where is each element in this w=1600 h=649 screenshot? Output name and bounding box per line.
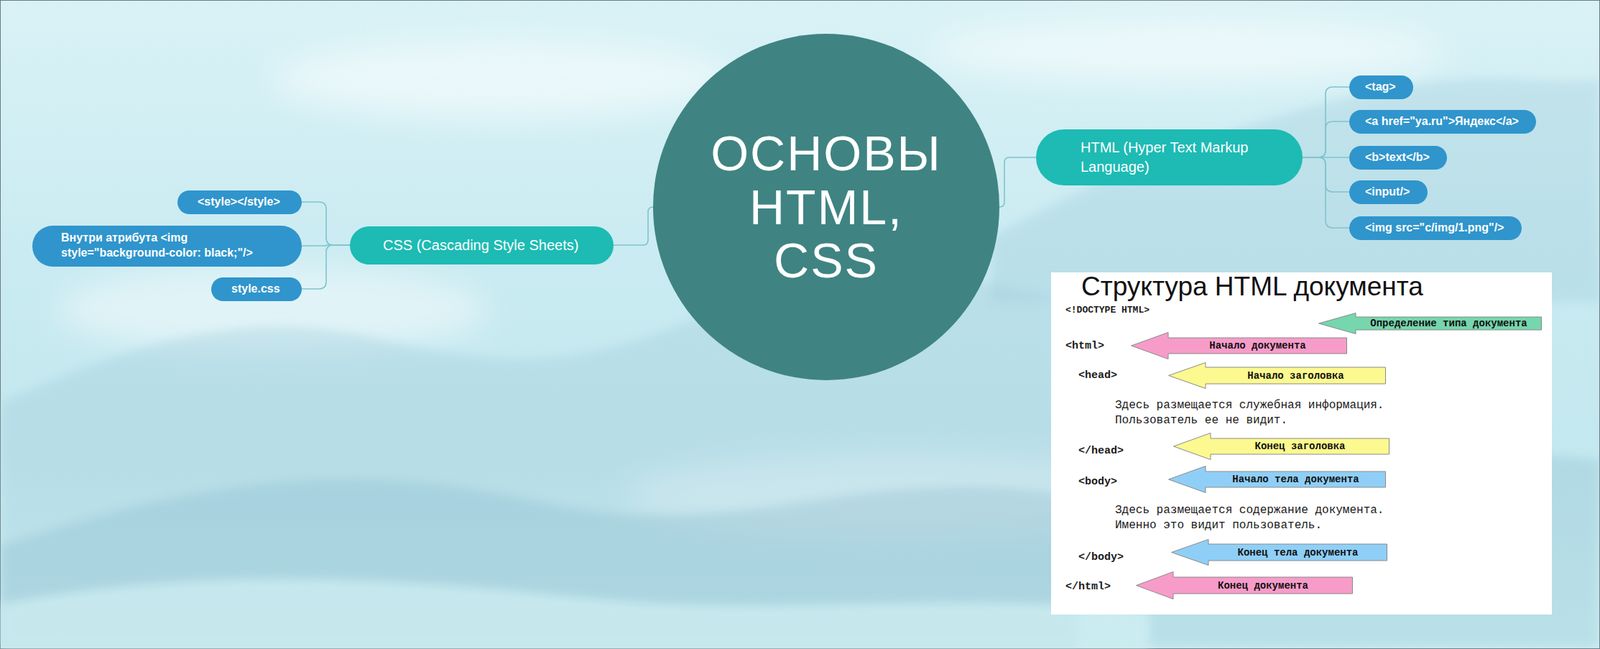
code-line: <!DOCTYPE HTML> — [1065, 302, 1150, 317]
branch-line — [301, 201, 350, 245]
code-line: </head> — [1078, 443, 1124, 458]
code-text: </html> — [1065, 580, 1111, 593]
arrow-label: Начало тела документа — [1232, 474, 1359, 485]
subtopic-pill: <style></style> — [177, 190, 302, 215]
mountain-ridge — [0, 454, 1600, 649]
pill-label: <a href="ya.ru">Яндекс</a> — [1365, 114, 1519, 130]
subtopic-pill: <a href="ya.ru">Яндекс</a> — [1349, 109, 1537, 134]
callout-arrow: Начало тела документа — [1168, 465, 1386, 493]
arrow-fill — [1319, 313, 1542, 335]
callout-arrow: Начало заголовка — [1168, 362, 1386, 389]
arrow-fill — [1171, 539, 1388, 566]
code-line: </html> — [1065, 579, 1111, 594]
arrow-label: Конец тела документа — [1237, 547, 1358, 558]
code-text: <body> — [1078, 475, 1118, 488]
callout-arrow: Конец документа — [1135, 571, 1353, 600]
mountain-ridge — [991, 77, 1600, 302]
pill-label: <b>text</b> — [1365, 150, 1430, 166]
branch-line — [613, 206, 654, 245]
code-line: Здесь размещается содержание документа. — [1115, 502, 1384, 518]
panel-title: Структура HTML документа — [1051, 272, 1552, 302]
code-text: <!DOCTYPE HTML> — [1065, 304, 1150, 316]
callout-arrow: Конец заголовка — [1173, 432, 1390, 460]
branch-line — [1302, 157, 1350, 228]
branch-line — [301, 244, 350, 289]
code-text: <head> — [1078, 369, 1118, 382]
callout-arrow: Начало документа — [1130, 331, 1348, 360]
arrow-fill — [1136, 571, 1353, 600]
central-circle: ОСНОВЫ HTML, CSS — [653, 33, 1000, 381]
subtopic-pill: <input/> — [1349, 180, 1428, 205]
code-text: Именно это видит пользователь. — [1115, 518, 1322, 532]
code-line: <head> — [1078, 367, 1118, 383]
subtopic-pill: <tag> — [1349, 75, 1414, 100]
arrow-fill — [1168, 362, 1386, 389]
branch-line — [999, 157, 1037, 207]
code-text: Здесь размещается содержание документа. — [1115, 503, 1384, 517]
code-line: <html> — [1065, 338, 1105, 353]
topic-pill: CSS (Cascading Style Sheets) — [349, 226, 614, 265]
callout-arrow: Конец тела документа — [1171, 538, 1388, 566]
cloud — [926, 17, 1445, 83]
callout-arrow: Определение типа документа — [1318, 312, 1542, 335]
subtopic-pill: <b>text</b> — [1349, 145, 1447, 170]
subtopic-pill: style.css — [211, 277, 302, 302]
arrow-label: Определение типа документа — [1370, 318, 1527, 329]
pill-label: <img src="c/img/1.png"/> — [1365, 220, 1504, 236]
arrow-fill — [1173, 433, 1390, 460]
subtopic-pill: <img src="c/img/1.png"/> — [1349, 216, 1522, 240]
code-line: <body> — [1078, 474, 1118, 489]
central-title: ОСНОВЫ HTML, CSS — [704, 126, 949, 288]
pill-label: CSS (Cascading Style Sheets) — [382, 235, 579, 256]
pill-label: HTML (Hyper Text Markup Language) — [1080, 137, 1282, 177]
subtopic-pill: Внутри атрибута <img style="background-c… — [32, 225, 302, 267]
code-text: Пользователь ее не видит. — [1115, 413, 1288, 427]
code-text: </body> — [1078, 551, 1124, 564]
code-text: Здесь размещается служебная информация. — [1115, 398, 1384, 412]
mist-band — [0, 578, 1150, 649]
pill-label: <style></style> — [197, 194, 281, 210]
branch-line — [1302, 86, 1350, 158]
pill-label: Внутри атрибута <img style="background-c… — [61, 230, 291, 261]
code-line: Пользователь ее не видит. — [1115, 413, 1288, 428]
arrow-label: Начало документа — [1209, 340, 1306, 351]
arrow-label: Конец документа — [1217, 580, 1309, 591]
code-line: Именно это видит пользователь. — [1115, 518, 1322, 533]
branch-line — [1302, 121, 1350, 158]
arrow-label: Конец заголовка — [1254, 441, 1345, 452]
code-line: Здесь размещается служебная информация. — [1115, 398, 1384, 413]
pill-label: style.css — [231, 281, 281, 297]
circle-fill — [653, 33, 1000, 381]
code-text: <html> — [1065, 339, 1105, 353]
structure-panel: Структура HTML документаОпределение типа… — [1051, 272, 1552, 615]
arrow-fill — [1131, 332, 1348, 360]
code-line: </body> — [1078, 549, 1124, 564]
cloud — [273, 39, 733, 119]
code-text: </head> — [1078, 444, 1124, 457]
topic-pill: HTML (Hyper Text Markup Language) — [1036, 129, 1303, 186]
arrow-label: Начало заголовка — [1247, 370, 1344, 381]
arrow-fill — [1168, 466, 1386, 493]
pill-label: <input/> — [1365, 184, 1410, 200]
pill-label: <tag> — [1365, 79, 1396, 95]
